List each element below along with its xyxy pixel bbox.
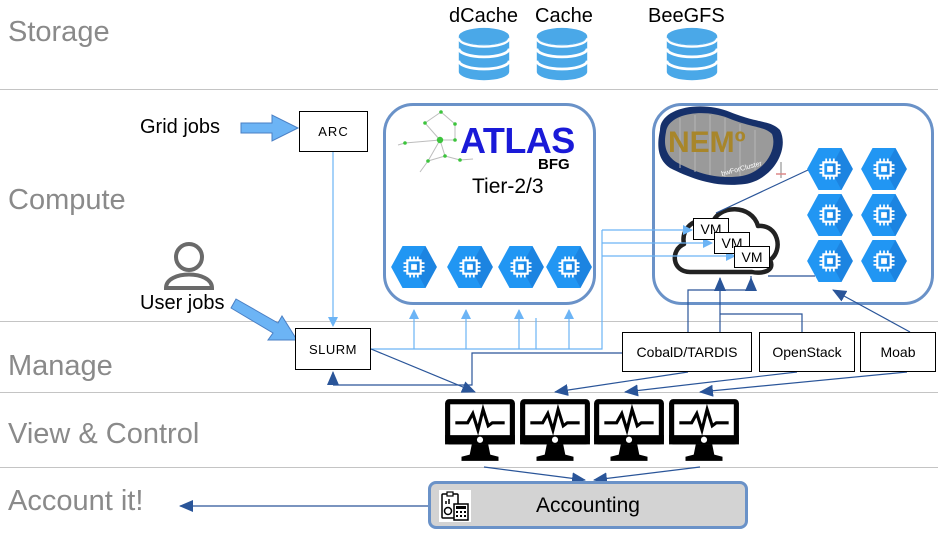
layer-label-manage: Manage <box>8 350 113 382</box>
cpu-icon <box>860 148 908 190</box>
database-icon-dcache <box>457 26 511 82</box>
database-icon-cache <box>535 26 589 82</box>
separator <box>0 321 938 322</box>
nemo-logo-text: NEMº <box>668 126 746 159</box>
cpu-icon <box>860 240 908 282</box>
layer-label-account: Account it! <box>8 485 144 517</box>
monitor-icon <box>592 397 666 463</box>
atlas-network-logo <box>397 111 474 173</box>
separator <box>0 89 938 90</box>
storage-label-dcache: dCache <box>449 5 518 27</box>
storage-label-cache: Cache <box>535 5 593 27</box>
layer-label-view-control: View & Control <box>8 418 200 450</box>
database-icon-beegfs <box>665 26 719 82</box>
layer-label-compute: Compute <box>8 184 126 216</box>
cpu-icon <box>446 246 494 288</box>
accounting-calculator-icon <box>439 490 471 522</box>
arc-node[interactable]: ARC <box>299 111 368 152</box>
cobald-tardis-node[interactable]: CobalD/TARDIS <box>622 332 752 372</box>
cpu-icon <box>545 246 593 288</box>
user-jobs-arrow <box>230 298 298 341</box>
cpu-icon <box>860 194 908 236</box>
vm-box[interactable]: VM <box>734 246 770 268</box>
moab-node[interactable]: Moab <box>860 332 936 372</box>
accounting-node[interactable]: Accounting <box>428 481 748 529</box>
monitor-icon <box>518 397 592 463</box>
user-jobs-label: User jobs <box>140 292 225 314</box>
accounting-label: Accounting <box>536 494 640 517</box>
atlas-subtitle: BFG <box>538 156 570 173</box>
monitor-icon <box>443 397 517 463</box>
monitor-icon <box>667 397 741 463</box>
atlas-title: ATLAS <box>460 120 575 161</box>
slurm-node[interactable]: SLURM <box>295 328 371 370</box>
grid-jobs-arrow <box>240 114 300 142</box>
atlas-tier: Tier-2/3 <box>472 175 544 198</box>
user-icon <box>163 242 215 290</box>
storage-label-beegfs: BeeGFS <box>648 5 725 27</box>
grid-jobs-label: Grid jobs <box>140 116 221 138</box>
cpu-icon <box>806 194 854 236</box>
cpu-icon <box>497 246 545 288</box>
separator <box>0 467 938 468</box>
nemo-logo: NEMº bwForCluster <box>658 106 786 185</box>
layer-label-storage: Storage <box>8 16 110 48</box>
atlas-network-nodes <box>403 110 462 163</box>
cpu-icon <box>390 246 438 288</box>
openstack-node[interactable]: OpenStack <box>759 332 855 372</box>
cpu-icon <box>806 148 854 190</box>
